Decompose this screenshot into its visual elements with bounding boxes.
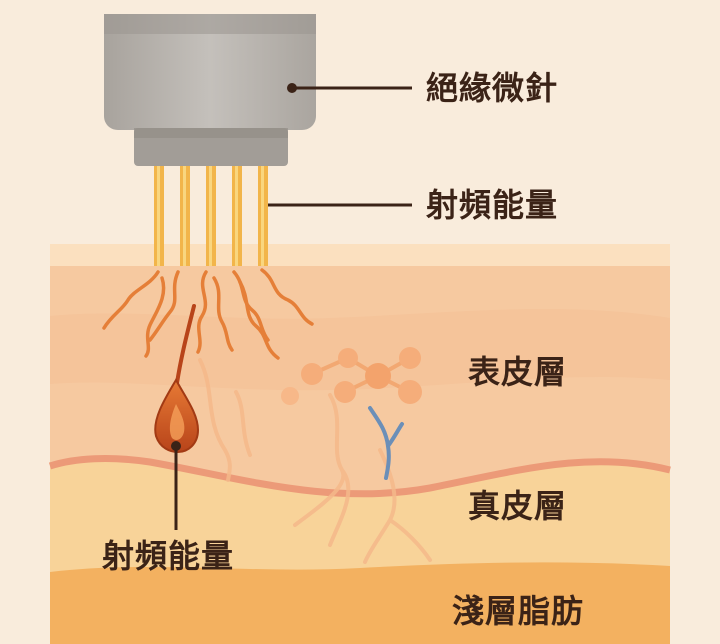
follicle-core bbox=[169, 404, 185, 440]
rf-energy-waves bbox=[102, 268, 314, 360]
needle-highlight bbox=[183, 166, 186, 266]
fat-layer bbox=[50, 562, 670, 644]
label-insulated-microneedle: 絕緣微針 bbox=[426, 69, 559, 107]
energy-wave bbox=[260, 268, 314, 326]
collagen-node bbox=[365, 363, 391, 389]
needle-array bbox=[154, 166, 268, 266]
dermal-fibers bbox=[198, 358, 432, 564]
label-rf-energy-bottom: 射頻能量 bbox=[102, 537, 235, 575]
collagen-node bbox=[399, 347, 421, 369]
needle-housing-top-shadow bbox=[104, 14, 316, 34]
collagen-node bbox=[281, 387, 299, 405]
collagen-node bbox=[398, 380, 422, 404]
label-epidermis: 表皮層 bbox=[468, 353, 568, 391]
label-superficial-fat: 淺層脂肪 bbox=[452, 592, 585, 630]
needle-highlight bbox=[235, 166, 238, 266]
energy-wave bbox=[212, 276, 234, 352]
collagen-node bbox=[301, 363, 323, 385]
follicle-label-anchor bbox=[171, 441, 181, 451]
skin-layers bbox=[48, 244, 671, 644]
energy-wave bbox=[148, 270, 180, 342]
label-dermis: 真皮層 bbox=[468, 487, 568, 525]
needle-highlight bbox=[261, 166, 264, 266]
energy-wave bbox=[238, 280, 280, 360]
needle-highlight bbox=[209, 166, 212, 266]
epidermis-dermis-boundary bbox=[48, 455, 671, 498]
energy-wave bbox=[196, 270, 208, 354]
needle-highlight bbox=[157, 166, 160, 266]
leader-lines bbox=[174, 86, 412, 530]
needle-housing bbox=[104, 14, 316, 130]
microneedle-device bbox=[104, 14, 316, 266]
collagen-node bbox=[338, 348, 358, 368]
needle-base-shadow bbox=[134, 128, 288, 138]
energy-wave bbox=[102, 270, 160, 330]
collagen-node bbox=[334, 381, 356, 403]
label-rf-energy-top: 射頻能量 bbox=[426, 186, 559, 224]
hair-follicle bbox=[154, 304, 200, 454]
collagen-cluster bbox=[281, 347, 422, 405]
blood-vessel bbox=[368, 406, 404, 480]
energy-wave bbox=[144, 276, 166, 358]
